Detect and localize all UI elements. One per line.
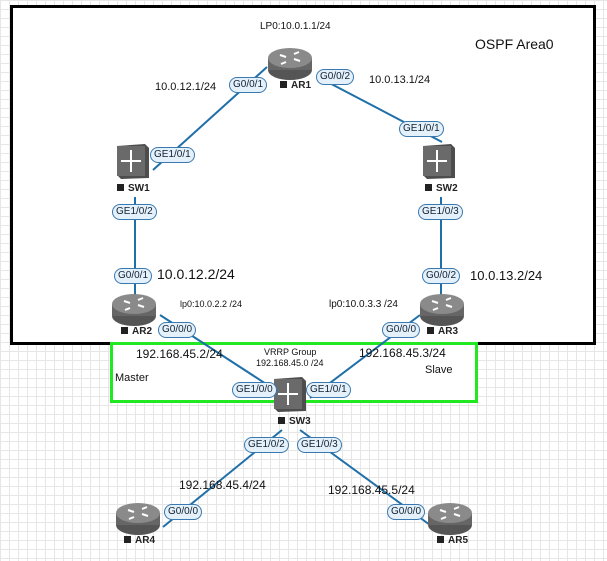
port-label: GE1/0/3 xyxy=(297,437,342,453)
ip-label: 10.0.13.1/24 xyxy=(369,74,431,86)
port-label: G0/0/0 xyxy=(164,504,203,520)
ip-label: 192.168.45.5/24 xyxy=(328,483,415,497)
router-icon[interactable] xyxy=(110,292,158,328)
ar2-loopback-label: lp0:10.0.2.2 /24 xyxy=(180,299,243,309)
port-label: G0/0/1 xyxy=(229,77,268,93)
switch-icon[interactable] xyxy=(272,375,308,413)
port-label: G0/0/2 xyxy=(422,268,461,284)
port-label: GE1/0/1 xyxy=(150,147,195,163)
router-icon[interactable] xyxy=(418,292,466,328)
ip-label: 10.0.13.2/24 xyxy=(470,268,543,283)
router-icon[interactable] xyxy=(426,501,474,537)
switch-icon[interactable] xyxy=(421,142,457,180)
ar3-loopback-label: lp0:10.0.3.3 /24 xyxy=(329,299,398,310)
router-icon[interactable] xyxy=(266,46,314,82)
slave-label: Slave xyxy=(425,364,453,376)
port-label: GE1/0/1 xyxy=(306,382,351,398)
ip-label: 192.168.45.3/24 xyxy=(359,346,446,360)
ospf-area-label: OSPF Area0 xyxy=(475,36,554,52)
vrrp-group-label: VRRP Group xyxy=(264,347,317,357)
port-label: GE1/0/3 xyxy=(418,204,463,220)
ar1-loopback-label: LP0:10.0.1.1/24 xyxy=(260,21,331,32)
ar4-label: AR4 xyxy=(124,535,155,546)
ip-label: 192.168.45.4/24 xyxy=(179,478,266,492)
port-label: G0/0/1 xyxy=(114,268,153,284)
sw1-label: SW1 xyxy=(117,183,150,194)
sw2-label: SW2 xyxy=(425,183,458,194)
router-icon[interactable] xyxy=(114,501,162,537)
port-label: G0/0/0 xyxy=(387,504,426,520)
master-label: Master xyxy=(115,372,149,384)
port-label: G0/0/2 xyxy=(316,69,355,85)
ip-label: 10.0.12.1/24 xyxy=(155,81,217,93)
ip-label: 10.0.12.2/24 xyxy=(157,266,235,282)
ar2-label: AR2 xyxy=(121,326,152,337)
port-label: GE1/0/1 xyxy=(399,121,444,137)
port-label: GE1/0/2 xyxy=(112,204,157,220)
switch-icon[interactable] xyxy=(115,142,151,180)
port-label: GE1/0/2 xyxy=(244,437,289,453)
ip-label: 192.168.45.2/24 xyxy=(136,347,223,361)
ar1-label: AR1 xyxy=(280,80,311,91)
ar3-label: AR3 xyxy=(427,326,458,337)
port-label: GE1/0/0 xyxy=(232,382,277,398)
port-label: G0/0/0 xyxy=(382,322,421,338)
port-label: G0/0/0 xyxy=(158,322,197,338)
ar5-label: AR5 xyxy=(437,535,468,546)
sw3-label: SW3 xyxy=(278,416,311,427)
vrrp-subnet-label: 192.168.45.0 /24 xyxy=(256,358,324,368)
